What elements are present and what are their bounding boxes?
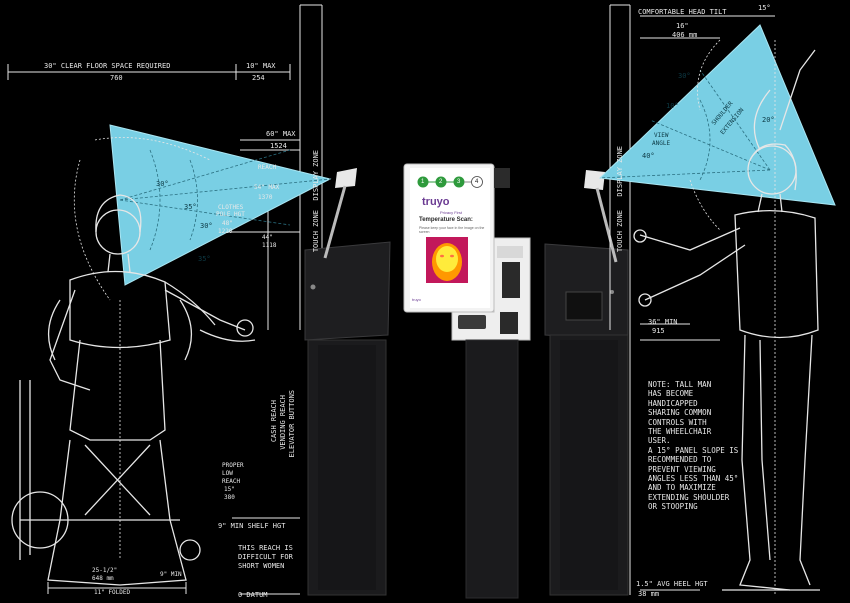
min-36-label: 36" MIN (648, 318, 678, 326)
reach-54-mm: 1370 (258, 194, 273, 201)
comfortable-tilt-label: COMFORTABLE HEAD TILT (638, 8, 727, 16)
w16-label: 16" (676, 22, 689, 30)
min-9-label: 9" MIN (160, 571, 182, 578)
tall-man-note: NOTE: TALL MAN HAS BECOME HANDICAPPED SH… (648, 380, 738, 512)
step-3: 3 (457, 179, 461, 185)
touch-zone-left: TOUCH ZONE (312, 210, 320, 253)
note-line: EXTENDING SHOULDER (648, 492, 730, 502)
clothes-48-label: 48" (222, 220, 233, 227)
left-sightline-cone (109, 124, 332, 286)
angle-35b: 35° (198, 255, 211, 263)
in-44-mm: 1118 (262, 242, 277, 249)
min-36-mm: 915 (652, 327, 665, 335)
note-line: SHARING COMMON (648, 408, 712, 418)
view-label: VIEW (654, 132, 669, 139)
clothes-48-mm: 1220 (218, 228, 233, 235)
base-width-mm: 648 mm (92, 575, 114, 582)
low-15-label: 15" (224, 486, 235, 493)
note-line: HANDICAPPED (648, 398, 698, 408)
angle-10-right: 10° (666, 102, 679, 110)
note-line: USER. (648, 436, 671, 446)
clear-floor-mm: 760 (110, 74, 123, 82)
angle-40-right: 40° (642, 152, 655, 160)
low-15-mm: 380 (224, 494, 235, 501)
touch-zone-right: TOUCH ZONE (616, 210, 624, 253)
min-shelf-label: 9" MIN SHELF HGT (218, 522, 286, 530)
left-sightline-lines (119, 149, 331, 251)
note-line: CONTROLS WITH (648, 417, 707, 427)
step-1: 1 (421, 179, 425, 185)
note-line: NOTE: TALL MAN (648, 380, 712, 389)
w16-mm: 406 mm (672, 31, 698, 39)
note-line: A 15° PANEL SLOPE IS (648, 445, 739, 455)
angle-label: ANGLE (652, 140, 671, 147)
angle-30-right: 30° (678, 72, 691, 80)
kiosk-step-bubbles (417, 176, 483, 188)
max-60-label: 60" MAX (266, 130, 296, 138)
max-10-mm: 254 (252, 74, 265, 82)
reach-54-label: 54" MAX (254, 184, 280, 191)
screen-instruction: Please keep your face in the image on th… (419, 226, 485, 234)
step-2: 2 (439, 179, 443, 185)
clothes-label: CLOTHES (218, 204, 244, 211)
reach-vertical-3: ELEVATOR BUTTONS (288, 390, 296, 458)
display-zone-right: DISPLAY ZONE (616, 146, 624, 197)
low-label: LOW (222, 470, 233, 477)
base-width: 25-1/2" (92, 567, 118, 574)
this-reach-1: THIS REACH IS (238, 544, 293, 552)
in-44-label: 44" (262, 234, 273, 241)
note-line: HAS BECOME (648, 389, 694, 399)
max-10-label: 10" MAX (246, 62, 276, 70)
standing-man-figure (633, 49, 820, 591)
note-line: AND TO MAXIMIZE (648, 483, 716, 493)
right-kiosk (544, 170, 629, 596)
reach-label: REACH (258, 164, 277, 171)
clear-floor-label: 30" CLEAR FLOOR SPACE REQUIRED (44, 62, 171, 70)
note-line: RECOMMENDED TO (648, 455, 712, 465)
clothes-pole-label: POLE HGT (216, 211, 245, 218)
this-reach-3: SHORT WOMEN (238, 562, 285, 570)
angle-30b: 30° (200, 222, 213, 230)
left-dimension-lines (7, 4, 323, 595)
screen-heading: Temperature Scan: (419, 217, 473, 223)
truyo-tagline: Privacy First (440, 210, 462, 215)
max-60-mm: 1524 (270, 142, 287, 150)
angle-20-right: 20° (762, 116, 775, 124)
heel-label: 1.5" AVG HEEL HGT (636, 580, 708, 588)
angle-35a: 35° (184, 203, 197, 211)
right-sightline-cone (598, 24, 836, 206)
right-dimension-lines (609, 4, 775, 595)
note-line: THE WHEELCHAIR (648, 427, 712, 437)
center-kiosk-front (403, 163, 531, 599)
reach-low-label: REACH (222, 478, 241, 485)
note-line: ANGLES LESS THAN 45° (648, 474, 739, 484)
heel-mm: 38 mm (638, 590, 660, 598)
angle-30a: 30° (156, 180, 169, 188)
reach-vertical-1: CASH REACH (270, 400, 278, 443)
folded-label: 11" FOLDED (94, 589, 131, 596)
screen-footer-logo: truyo (412, 297, 421, 302)
note-line: OR STOOPING (648, 502, 698, 512)
tilt-deg-label: 15° (758, 4, 771, 12)
this-reach-2: DIFFICULT FOR (238, 553, 293, 561)
reach-vertical-2: VENDING REACH (279, 395, 287, 450)
proper-label: PROPER (222, 462, 244, 469)
left-kiosk (304, 168, 391, 596)
datum-label: 0 DATUM (238, 591, 268, 599)
truyo-logo: truyo (422, 196, 450, 208)
display-zone-left: DISPLAY ZONE (312, 150, 320, 201)
step-4: 4 (475, 179, 479, 185)
note-line: PREVENT VIEWING (648, 464, 716, 474)
